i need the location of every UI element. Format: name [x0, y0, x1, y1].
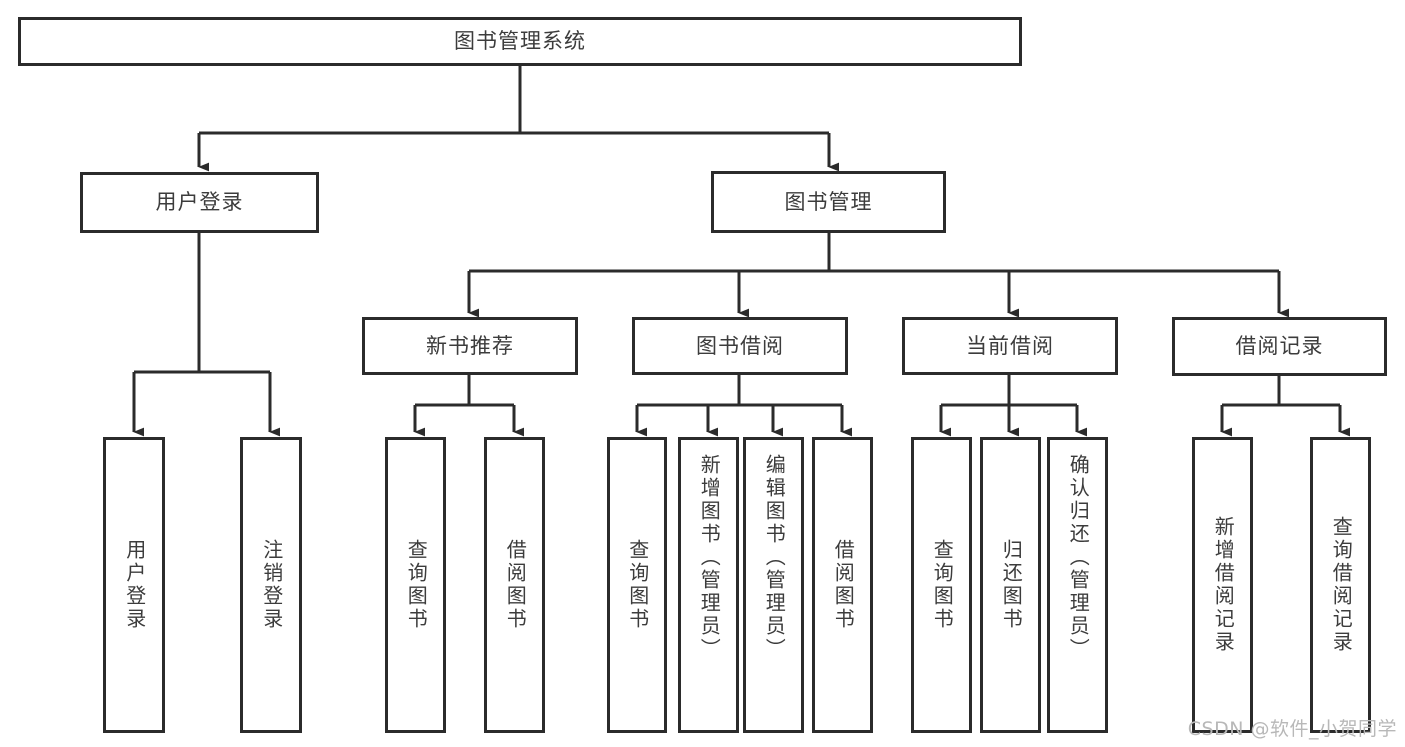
- node-label: 当前借阅: [966, 333, 1054, 358]
- node-user-login[interactable]: 用户登录: [80, 172, 319, 233]
- node-label: 归还图书: [999, 539, 1024, 631]
- node-leaf-confirm-return-admin[interactable]: 确认归还（管理员）: [1047, 437, 1108, 733]
- node-label: 用户登录: [155, 190, 244, 215]
- node-leaf-return-book[interactable]: 归还图书: [980, 437, 1041, 733]
- node-leaf-query-book-current[interactable]: 查询图书: [911, 437, 972, 733]
- node-leaf-query-borrow-record[interactable]: 查询借阅记录: [1310, 437, 1371, 733]
- node-label: 新增借阅记录: [1211, 516, 1236, 654]
- node-label: 确认归还（管理员）: [1066, 454, 1091, 661]
- node-label: 图书管理系统: [454, 29, 586, 54]
- node-root-book-management-system[interactable]: 图书管理系统: [18, 17, 1022, 66]
- node-leaf-edit-book-admin[interactable]: 编辑图书（管理员）: [743, 437, 804, 733]
- node-borrow-record[interactable]: 借阅记录: [1172, 317, 1387, 376]
- node-label: 注销登录: [259, 539, 284, 631]
- node-label: 查询图书: [930, 539, 955, 631]
- node-label: 查询借阅记录: [1329, 516, 1354, 654]
- node-leaf-user-login[interactable]: 用户登录: [103, 437, 165, 733]
- node-leaf-add-borrow-record[interactable]: 新增借阅记录: [1192, 437, 1253, 733]
- node-label: 查询图书: [625, 539, 650, 631]
- node-label: 用户登录: [122, 539, 147, 631]
- node-leaf-query-book-recommend[interactable]: 查询图书: [385, 437, 446, 733]
- node-leaf-logout[interactable]: 注销登录: [240, 437, 302, 733]
- node-label: 图书借阅: [696, 333, 784, 358]
- node-label: 借阅图书: [503, 539, 528, 631]
- node-book-management[interactable]: 图书管理: [711, 171, 946, 233]
- node-leaf-query-book-borrow[interactable]: 查询图书: [607, 437, 667, 733]
- node-label: 编辑图书（管理员）: [762, 454, 787, 661]
- node-label: 新书推荐: [426, 333, 514, 358]
- node-new-book-recommend[interactable]: 新书推荐: [362, 317, 578, 375]
- node-label: 借阅图书: [831, 539, 856, 631]
- node-current-borrow[interactable]: 当前借阅: [902, 317, 1118, 375]
- watermark-text: CSDN @软件_小贺同学: [1187, 718, 1397, 740]
- node-book-borrow[interactable]: 图书借阅: [632, 317, 848, 375]
- node-label: 新增图书（管理员）: [697, 454, 722, 661]
- node-label: 借阅记录: [1235, 334, 1324, 359]
- node-leaf-add-book-admin[interactable]: 新增图书（管理员）: [678, 437, 739, 733]
- node-leaf-borrow-book[interactable]: 借阅图书: [812, 437, 873, 733]
- node-label: 查询图书: [404, 539, 429, 631]
- node-leaf-borrow-book-recommend[interactable]: 借阅图书: [484, 437, 545, 733]
- node-label: 图书管理: [784, 189, 873, 214]
